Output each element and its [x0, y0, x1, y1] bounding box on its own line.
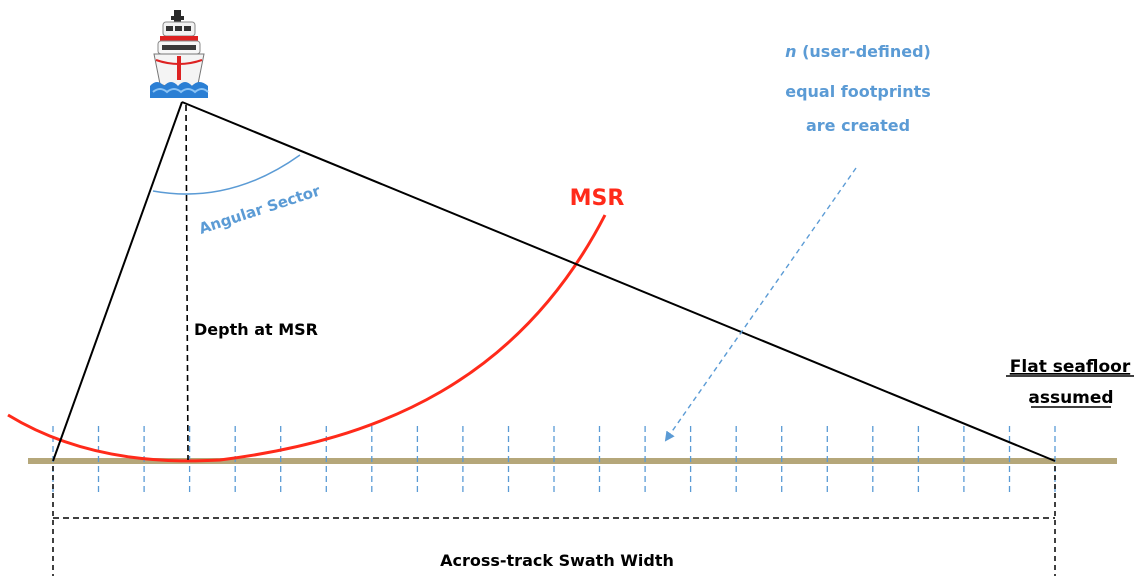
depth-at-msr-label: Depth at MSR [194, 320, 318, 339]
swath-width-label: Across-track Swath Width [440, 551, 674, 570]
flat-seafloor-label-line1: Flat seafloor [1010, 357, 1131, 377]
starboard-beam-line [181, 101, 1056, 462]
depth-line [185, 104, 189, 461]
footprints-n: n [785, 42, 796, 61]
footprint-dividers [52, 426, 1056, 494]
footprints-label-line2: equal footprints [785, 82, 931, 101]
angular-sector-label: Angular Sector [197, 181, 323, 237]
port-beam-line [52, 101, 183, 462]
angular-sector-arc [152, 154, 301, 195]
footprints-label-line1: n (user-defined) [785, 42, 931, 61]
ship-icon [150, 10, 209, 98]
msr-arc [7, 214, 607, 463]
msr-label: MSR [570, 186, 625, 211]
footprints-label-line3: are created [806, 116, 910, 135]
footprints-line1-rest: (user-defined) [797, 42, 931, 61]
footprints-arrow [664, 167, 857, 442]
flat-seafloor-label-line2: assumed [1028, 388, 1113, 408]
